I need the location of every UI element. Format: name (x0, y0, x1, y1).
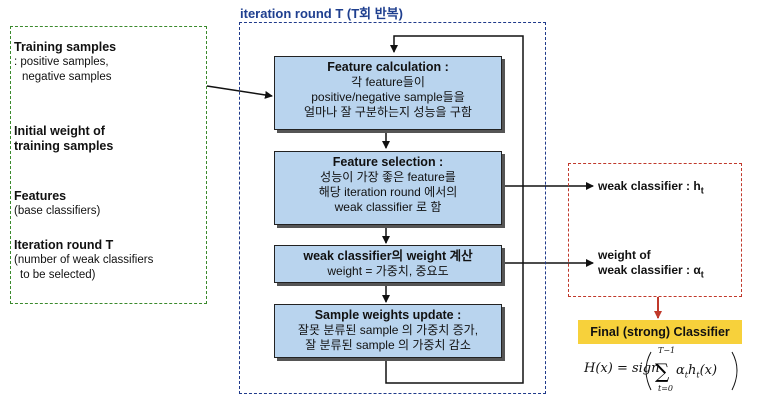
iteration-title: iteration round T (T회 반복) (240, 6, 403, 21)
step-line: 얼마나 잘 구분하는지 성능을 구함 (304, 105, 472, 119)
step-line: 성능이 가장 좋은 feature를 (320, 170, 456, 184)
formula-arg: (x) (699, 363, 718, 378)
step-line: 해당 iteration round 에서의 (318, 185, 458, 199)
formula-alpha: α (676, 363, 685, 378)
formula-term: αtht(x) (676, 363, 717, 380)
features-heading: Features (14, 189, 67, 203)
step-title: Sample weights update : (314, 308, 462, 322)
step-line: weak classifier 로 함 (334, 200, 442, 214)
outputs-panel (568, 163, 742, 297)
classifier-weight-label: weight of weak classifier : αt (598, 248, 704, 282)
formula-left-paren (645, 351, 652, 391)
final-classifier-formula: H(x) = sign T−1 t=0 αtht(x) (580, 346, 740, 395)
formula-h: h (688, 363, 697, 378)
formula-h-sub: t (696, 370, 700, 380)
weak-classifier-label: weak classifier : ht (598, 179, 704, 198)
formula-right-paren (731, 351, 738, 391)
step-line: 잘 분류된 sample 의 가중치 감소 (305, 338, 471, 352)
step-weight-calculation: weak classifier의 weight 계산 weight = 가중치,… (274, 245, 502, 283)
classifier-weight-subscript: t (700, 269, 704, 280)
classifier-weight-line1: weight of (598, 248, 651, 262)
formula-alpha-sub: t (684, 370, 688, 380)
features-item: Features (base classifiers) (14, 189, 100, 219)
formula-sum-top: T−1 (658, 346, 676, 355)
step-title: weak classifier의 weight 계산 (303, 249, 473, 263)
features-sub: (base classifiers) (14, 205, 101, 217)
weak-classifier-text: weak classifier : h (598, 179, 701, 193)
training-samples-sub1: : positive samples, (14, 56, 109, 68)
inputs-panel (10, 26, 207, 304)
step-title: Feature calculation : (327, 60, 449, 74)
step-line: weight = 가중치, 중요도 (327, 264, 449, 278)
training-samples-sub2: negative samples (22, 71, 112, 83)
iteration-round-sub1: (number of weak classifiers (14, 254, 154, 266)
formula-sigma: ∑ (655, 359, 670, 383)
step-feature-selection: Feature selection : 성능이 가장 좋은 feature를 해… (274, 151, 502, 225)
training-samples-heading: Training samples (14, 40, 117, 54)
iteration-round-heading: Iteration round T (14, 238, 114, 252)
iteration-round-sub2: to be selected) (20, 269, 96, 281)
training-samples-item: Training samples : positive samples, neg… (14, 40, 116, 85)
initial-weight-item: Initial weight of training samples (14, 124, 113, 154)
classifier-weight-text: weak classifier : α (598, 263, 701, 277)
step-feature-calculation: Feature calculation : 각 feature들이 positi… (274, 56, 502, 130)
initial-weight-heading2: training samples (14, 139, 114, 153)
iteration-container (239, 22, 546, 394)
step-line: positive/negative sample들을 (311, 90, 465, 104)
weak-classifier-subscript: t (700, 185, 704, 196)
final-classifier-label: Final (strong) Classifier (578, 320, 742, 344)
loop-back-arrow (385, 35, 524, 384)
classifier-weight-line2: weak classifier : αt (598, 263, 704, 282)
step-title: Feature selection : (332, 155, 444, 169)
step-line: 잘못 분류된 sample 의 가중치 증가, (297, 323, 479, 337)
formula-lhs: H(x) = sign (584, 361, 660, 376)
initial-weight-heading1: Initial weight of (14, 124, 105, 138)
iteration-round-item: Iteration round T (number of weak classi… (14, 238, 153, 283)
step-sample-weights-update: Sample weights update : 잘못 분류된 sample 의 … (274, 304, 502, 358)
formula-sum-bottom: t=0 (658, 384, 674, 393)
step-line: 각 feature들이 (351, 75, 425, 89)
